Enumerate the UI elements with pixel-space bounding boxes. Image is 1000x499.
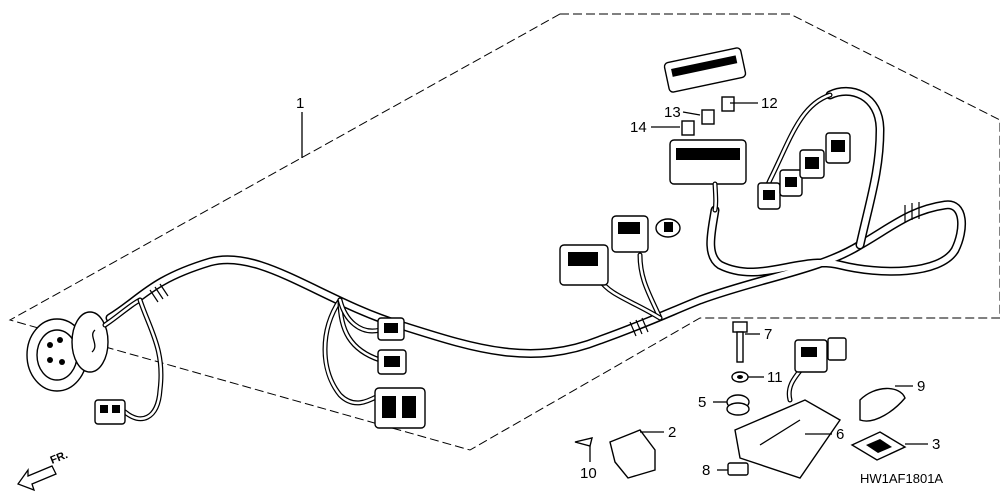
callout-14: 14	[630, 119, 647, 136]
connector-cluster-center	[559, 215, 681, 286]
callout-5: 5	[698, 394, 706, 411]
callout-12: 12	[761, 95, 778, 112]
callouts: 1 2 3 5 6 7 8 9 10 11 12 13 14	[296, 95, 940, 482]
front-direction-arrow-icon: FR.	[16, 449, 70, 492]
loose-parts	[574, 321, 907, 479]
callout-10: 10	[580, 465, 597, 482]
main-harness	[105, 86, 967, 358]
callout-9: 9	[917, 378, 925, 395]
leader-lines	[301, 102, 928, 471]
round-connector	[26, 297, 164, 422]
sub-harness-connectors	[322, 297, 426, 429]
callout-11: 11	[767, 369, 783, 386]
fuse-box	[663, 47, 747, 213]
connector-cluster-right	[757, 92, 851, 210]
connector-lower-left	[94, 399, 126, 425]
direction-label: FR.	[49, 449, 70, 467]
callout-13: 13	[664, 104, 681, 121]
tape-bands	[149, 202, 920, 337]
diagram-code: HW1AF1801A	[860, 471, 943, 486]
callout-3: 3	[932, 436, 940, 453]
callout-1: 1	[296, 95, 304, 112]
callout-6: 6	[836, 426, 844, 443]
callout-7: 7	[764, 326, 772, 343]
fuses	[681, 96, 735, 136]
callout-2: 2	[668, 424, 676, 441]
callout-8: 8	[702, 462, 710, 479]
